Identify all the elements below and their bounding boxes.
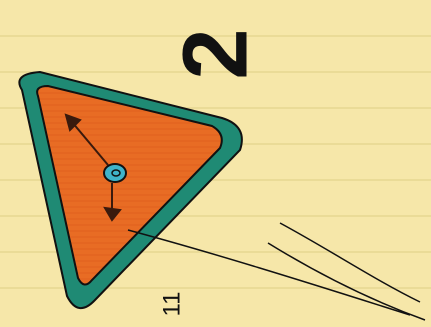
- nucleus-icon: [104, 164, 126, 182]
- small-number-label: 11: [160, 292, 184, 317]
- number-label: 2: [170, 28, 262, 79]
